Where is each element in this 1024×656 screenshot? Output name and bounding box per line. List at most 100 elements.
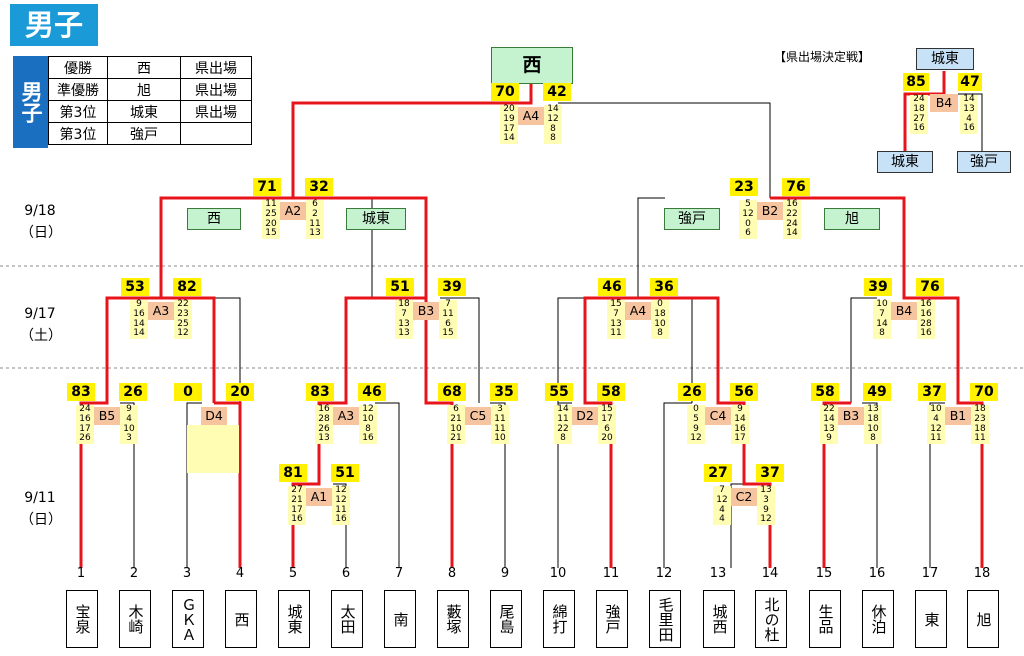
sets-left: 9 16 14 14 [130,299,148,340]
match-label: B2 [757,202,783,220]
sets-right: 22 23 25 12 [174,299,192,340]
team-name-box: 南 [384,590,416,648]
team-number: 7 [394,566,404,581]
team-number: 1 [76,566,86,581]
team-name-box: 綿打 [543,590,575,648]
match-label: A1 [306,488,332,506]
team-number: 17 [921,566,939,581]
team-box-nishi: 西 [187,208,241,230]
score-right: 20 [226,383,254,401]
champion-box: 西 [491,47,573,84]
team-number: 16 [868,566,886,581]
team-number: 6 [341,566,351,581]
sets-left: 22 14 13 9 [820,404,838,445]
playoff-match-label: B4 [930,94,958,112]
team-box-asahi: 旭 [824,208,880,230]
score-right: 56 [730,383,758,401]
date-label: 9/17 （土） [20,306,62,344]
score-left: 55 [545,383,573,401]
date-label: 9/11 （日） [20,490,62,528]
team-number: 12 [655,566,673,581]
score-left: 23 [730,178,758,196]
match-label: B3 [838,407,864,425]
sets-left: 20 19 17 14 [500,104,518,145]
sets-left: 10 7 14 8 [873,299,891,340]
score-right: 46 [358,383,386,401]
summary-cell: 県出場 [180,78,252,101]
team-name-box: 毛里田 [649,590,681,648]
sets-right: 13 3 9 12 [757,485,775,526]
team-number: 18 [973,566,991,581]
sets-right: 13 18 10 8 [864,404,882,445]
sets-left: 18 7 13 13 [395,299,413,340]
match-label: D2 [572,407,598,425]
match-label: A2 [280,202,306,220]
team-name-box: 宝泉 [66,590,98,648]
team-number: 11 [602,566,620,581]
score-right: 39 [438,278,466,296]
sets-right: 14 12 8 8 [544,104,562,145]
score-right: 70 [970,383,998,401]
sets-right: 9 14 16 17 [731,404,749,445]
summary-cell [180,122,252,145]
sets-right: 15 17 6 20 [598,404,616,445]
score-left: 37 [918,383,946,401]
playoff-title: 【県出場決定戦】 [774,50,871,64]
playoff-team-left: 城東 [877,151,933,173]
sets-right: 18 23 18 11 [971,404,989,445]
score-left: 0 [174,383,202,401]
sets-left: 24 16 17 26 [76,404,94,445]
team-number: 8 [447,566,457,581]
sets-left: 27 21 17 16 [288,485,306,526]
page-title: 男子 [10,4,98,46]
sets-right: 6 2 11 13 [306,199,324,240]
team-name-box: 城東 [278,590,310,648]
sets-left: 16 28 26 13 [315,404,333,445]
team-name-box: 尾島 [490,590,522,648]
playoff-winner-box: 城東 [916,48,974,70]
score-left: 70 [491,83,519,101]
score-right: 58 [597,383,625,401]
score-left: 39 [864,278,892,296]
score-left: 51 [386,278,414,296]
score-left: 81 [279,464,307,482]
match-label: A4 [518,107,544,125]
match-label: A3 [148,302,174,320]
playoff-team-right: 強戸 [957,151,1011,173]
score-right: 36 [650,278,678,296]
playoff-score-right: 47 [958,73,982,91]
match-label: C5 [465,407,491,425]
match-label: B3 [413,302,439,320]
team-name-box: 北の杜 [755,590,787,648]
summary-cell: 県出場 [180,56,252,79]
team-number: 13 [709,566,727,581]
team-number: 3 [182,566,192,581]
team-name-box: 旭 [967,590,999,648]
team-name-box: 城西 [703,590,735,648]
date-label: 9/18 （日） [20,203,62,241]
team-box-joto: 城東 [346,208,406,230]
match-label: A3 [333,407,359,425]
team-number: 9 [500,566,510,581]
score-right: 37 [756,464,784,482]
score-right: 42 [543,83,571,101]
empty-sets-box [187,425,239,473]
sets-left: 5 12 0 6 [739,199,757,240]
playoff-score-left: 85 [903,73,929,91]
score-left: 53 [121,278,149,296]
team-name-box: 東 [915,590,947,648]
team-name-box: 強戸 [596,590,628,648]
match-label: B4 [891,302,917,320]
team-number: 14 [761,566,779,581]
team-name-box: 太田 [331,590,363,648]
team-name-box: ＧＫＡ [172,590,204,648]
team-name-box: 西 [225,590,257,648]
team-number: 2 [129,566,139,581]
match-label: D4 [201,407,227,425]
score-right: 32 [305,178,333,196]
score-right: 76 [782,178,810,196]
results-summary-table: 男子 優勝西県出場 準優勝旭県出場 第3位城東県出場 第3位強戸 [13,56,271,148]
team-number: 15 [815,566,833,581]
team-box-gondo: 強戸 [664,208,720,230]
score-right: 51 [331,464,359,482]
